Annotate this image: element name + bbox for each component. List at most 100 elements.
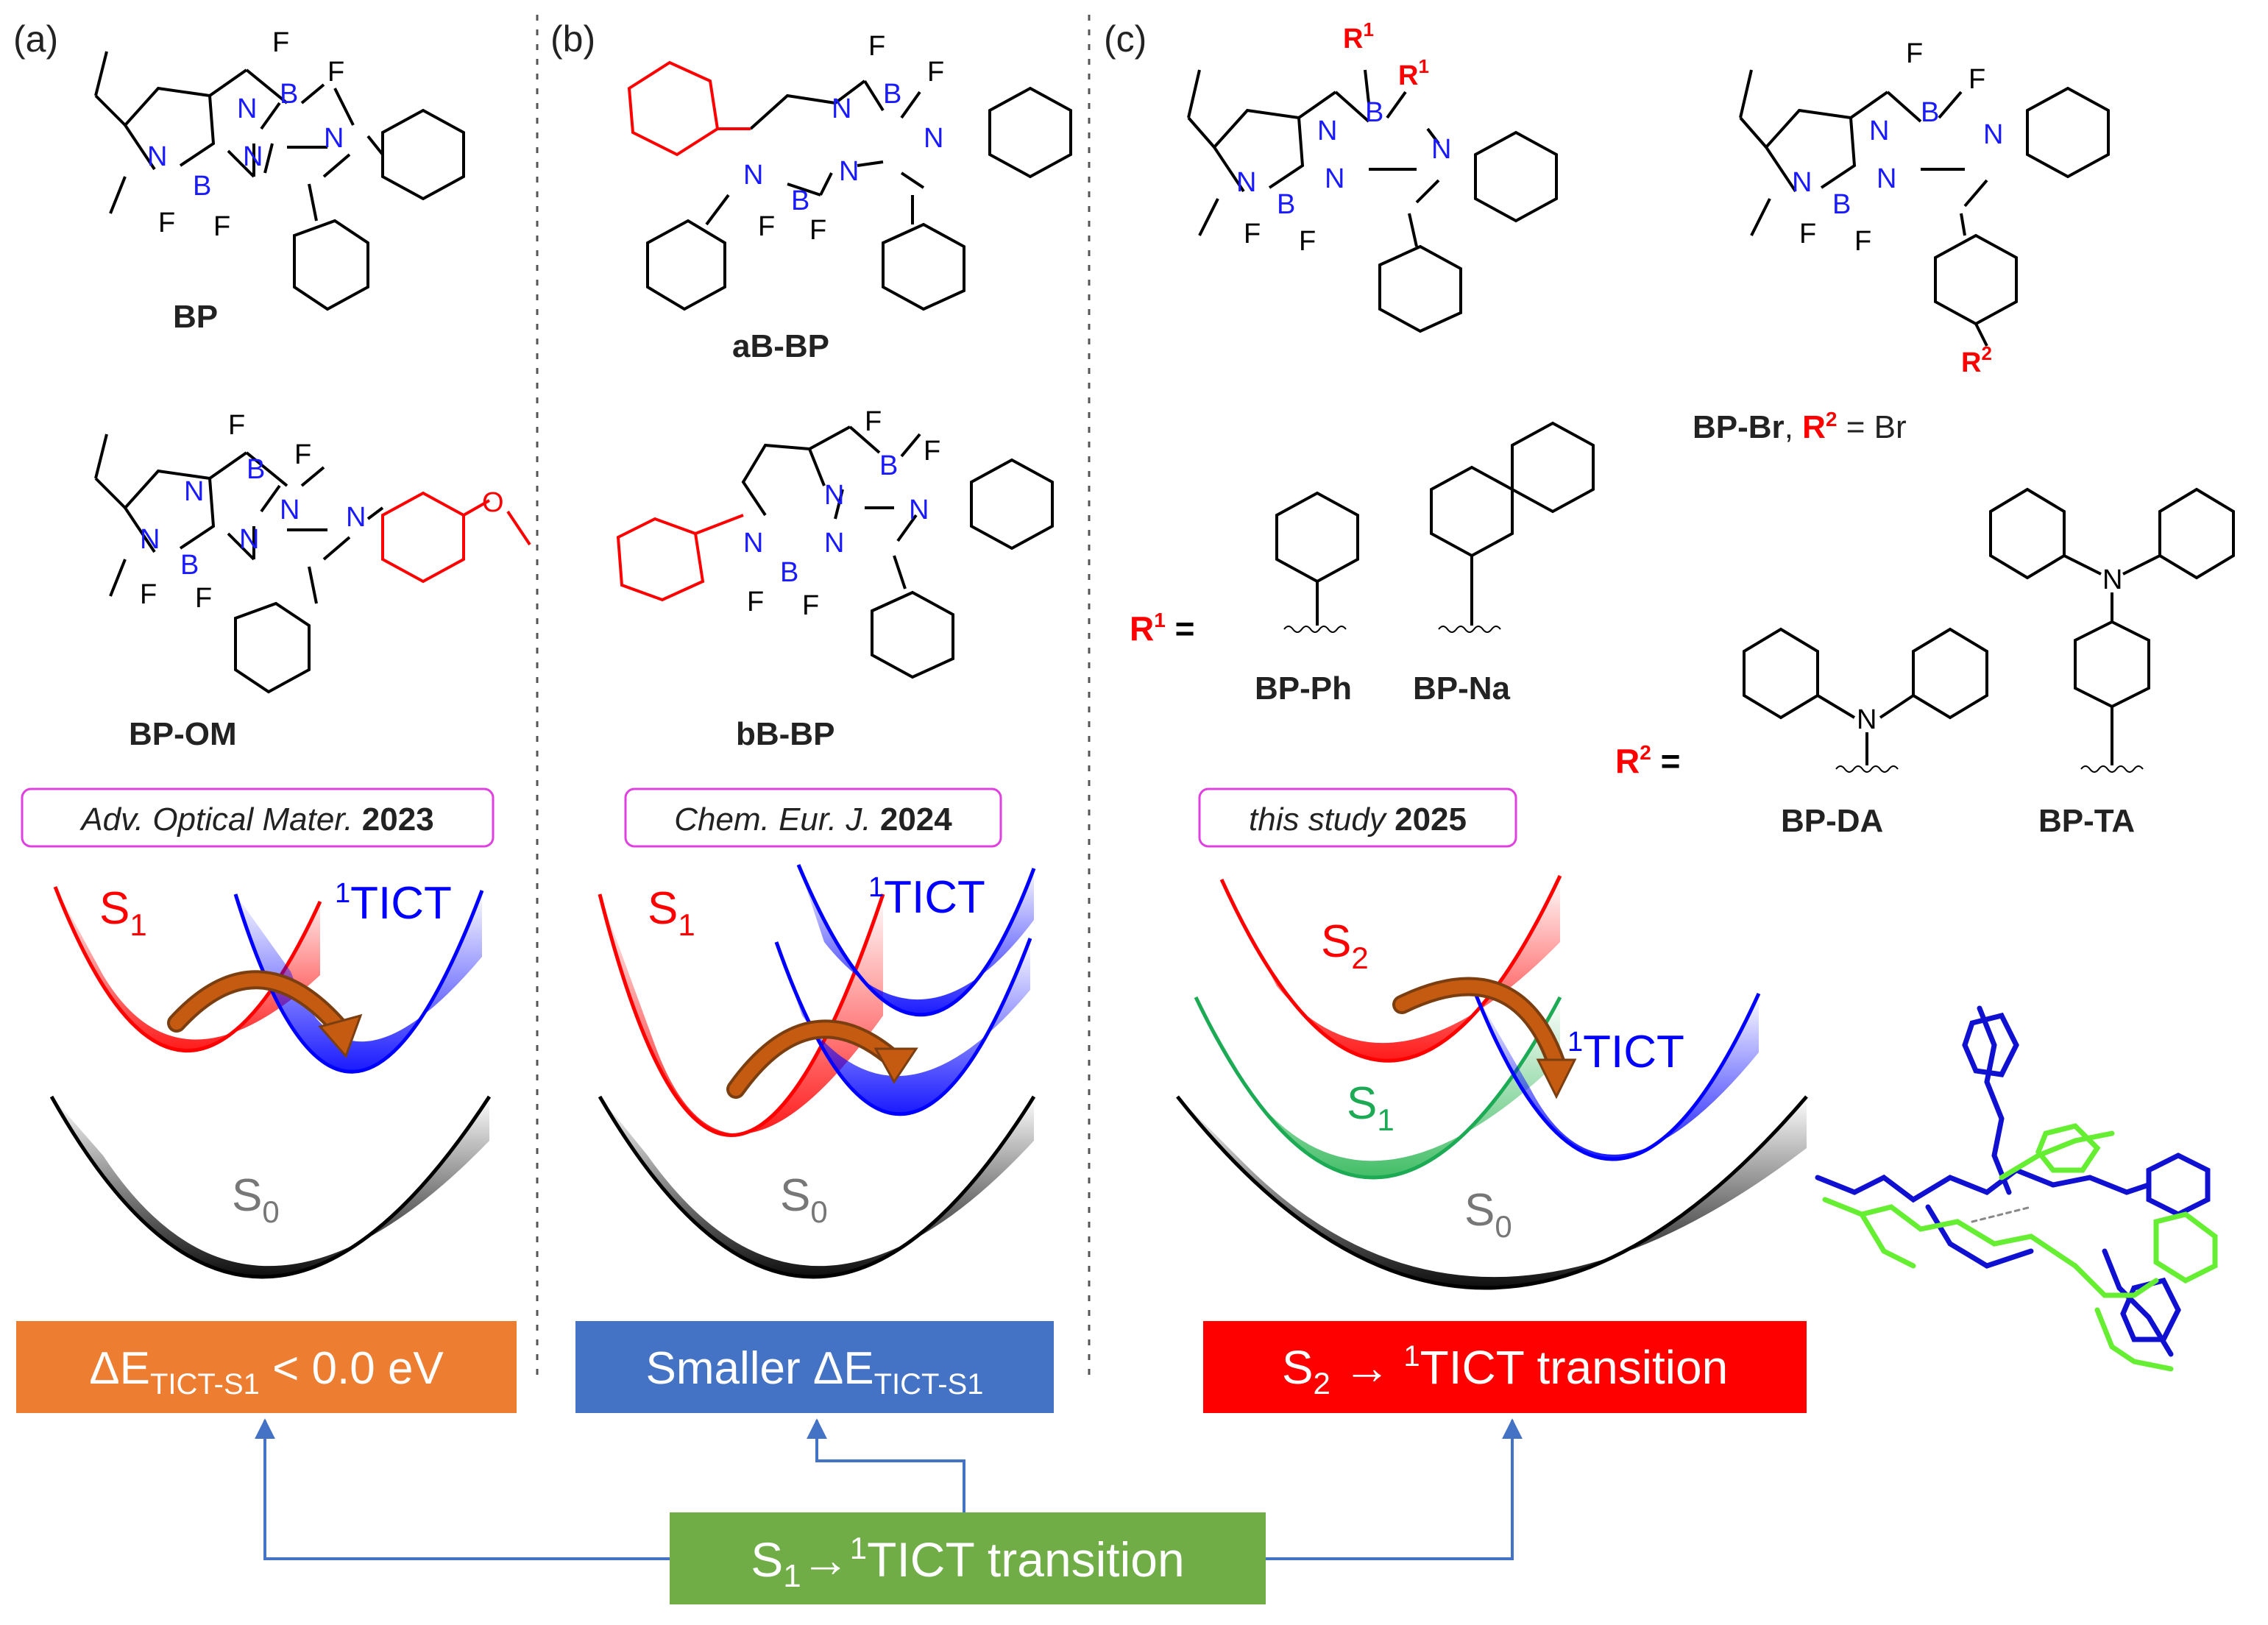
structure-bp-br-atoms: N B F F N N N B F F R2 (1792, 38, 2003, 378)
result-box-c-bg (1203, 1321, 1807, 1413)
tict-well-a (235, 891, 482, 1072)
atom-n: N (1236, 167, 1256, 198)
structure-c-general-atoms: N B N N N B F F R1 R1 (1236, 18, 1451, 257)
atom-r2: R2 (1961, 342, 1992, 378)
label-bb-bp: bB-BP (736, 716, 834, 752)
atom-f: F (327, 57, 344, 88)
atom-n: N (824, 528, 844, 559)
structure-bp-atoms: N B F F N N N B F F (147, 27, 344, 242)
atom-o: O (482, 487, 504, 518)
connector-lines (255, 1418, 1523, 1560)
bottom-transition-box: S1→1TICT transition (670, 1512, 1266, 1604)
atom-b: B (193, 171, 211, 202)
molecular-overlay-image (1815, 1005, 2218, 1372)
structure-bp-om (94, 433, 384, 694)
panel-tag-a: (a) (13, 18, 58, 60)
result-box-a-bg (16, 1321, 517, 1413)
svg-text:this study 2025: this study 2025 (1249, 801, 1467, 838)
atom-f: F (1906, 38, 1923, 69)
structure-ab-bp (646, 79, 1072, 311)
svg-text:S1→1TICT transition: S1→1TICT transition (751, 1531, 1184, 1594)
atom-b: B (883, 79, 901, 110)
panel-tag-c: (c) (1104, 18, 1147, 60)
atom-n: N (140, 524, 160, 555)
substituent-triphenylamine (1989, 487, 2235, 773)
structure-ab-bp-atoms: N B F F N N N B F F (743, 31, 944, 246)
s1-well-c (1196, 997, 1560, 1178)
atom-n: N (147, 141, 167, 172)
atom-n: N (824, 480, 844, 511)
atom-f: F (747, 587, 764, 617)
substituent-phenyl (1275, 491, 1359, 633)
label-bp: BP (173, 299, 218, 335)
substituent-naphthyl (1430, 421, 1595, 633)
atom-f: F (294, 439, 311, 470)
atom-n: N (909, 495, 929, 525)
structure-bb-bp-atoms: N B F F N N N B F F (743, 406, 940, 621)
state-s0-c: S0 (1464, 1185, 1512, 1244)
atom-b: B (1921, 97, 1939, 128)
r1-definition: R1 = (1130, 609, 1194, 648)
label-bp-na: BP-Na (1413, 670, 1511, 707)
structure-bp-om-atoms: N B F F N N N N B F F O (140, 410, 504, 614)
structure-bp-br (1739, 69, 2110, 347)
s0-well-c (1177, 1097, 1807, 1288)
result-box-b: Smaller ΔETICT-S1 (575, 1321, 1054, 1413)
state-tict-a: 1TICT (335, 878, 452, 929)
state-s1-a: S1 (99, 883, 147, 942)
label-ab-bp: aB-BP (732, 328, 829, 364)
atom-n: N (324, 123, 344, 154)
citation-c: this study 2025 (1198, 787, 1517, 848)
svg-text:ΔETICT-S1 < 0.0 eV: ΔETICT-S1 < 0.0 eV (89, 1343, 444, 1401)
atom-b: B (879, 450, 898, 481)
atom-f: F (802, 590, 819, 621)
r2-definition: R2 = (1615, 741, 1680, 780)
atom-f: F (868, 31, 885, 62)
state-s0-a: S0 (232, 1170, 280, 1229)
svg-text:Chem. Eur. J. 2024: Chem. Eur. J. 2024 (674, 801, 952, 838)
atom-r1: R1 (1343, 18, 1374, 54)
atom-n: N (239, 524, 259, 555)
atom-n: N (743, 528, 763, 559)
label-bp-br-definition: BP-Br, R2 = Br (1693, 408, 1907, 445)
atom-b: B (1365, 97, 1383, 128)
energy-diagram-a: S1 1TICT S0 (49, 878, 492, 1279)
atom-f: F (272, 27, 289, 58)
svg-text:Adv. Optical Mater. 2023: Adv. Optical Mater. 2023 (79, 801, 433, 838)
label-bp-ph: BP-Ph (1255, 670, 1352, 707)
label-bp-da: BP-DA (1781, 803, 1883, 839)
atom-n: N (1431, 134, 1451, 165)
result-box-b-bg (575, 1321, 1054, 1413)
atom-n: N (924, 123, 943, 154)
atom-f: F (1299, 226, 1316, 257)
atom-f: F (213, 211, 230, 242)
atom-n: N (832, 93, 851, 124)
atom-f: F (195, 583, 212, 614)
energy-diagram-c: S2 S1 1TICT S0 (1176, 874, 1808, 1290)
atom-f: F (1854, 226, 1871, 257)
tict-well-c (1475, 994, 1759, 1159)
atom-n: N (1325, 163, 1344, 194)
substituent-diphenylamine (1743, 627, 1988, 773)
structure-bp-om-methoxyphenyl (381, 491, 531, 584)
result-box-a: ΔETICT-S1 < 0.0 eV (16, 1321, 517, 1413)
state-s2-c: S2 (1321, 916, 1369, 975)
atom-f: F (158, 208, 175, 238)
s0-well-a (52, 1097, 489, 1277)
atom-f: F (1799, 219, 1816, 249)
atom-b: B (1277, 189, 1295, 220)
s1-well-b (600, 894, 883, 1136)
atom-n: N (237, 93, 257, 124)
citation-a: Adv. Optical Mater. 2023 (21, 787, 495, 848)
atom-b: B (180, 550, 199, 581)
atom-n: N (1983, 119, 2003, 150)
atom-f: F (228, 410, 245, 441)
atom-f: F (927, 57, 944, 88)
atom-f: F (140, 579, 157, 610)
panel-tag-b: (b) (550, 18, 595, 60)
atom-n: N (2102, 564, 2122, 595)
energy-diagram-b: S1 1TICT S0 (598, 864, 1036, 1279)
structure-c-general (1187, 69, 1558, 333)
atom-n: N (1857, 704, 1877, 735)
atom-n: N (1877, 163, 1896, 194)
